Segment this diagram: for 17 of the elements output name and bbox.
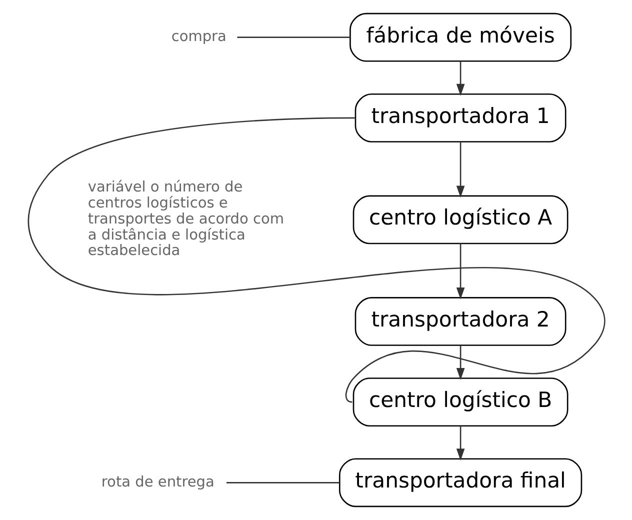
node-box: centro logístico B <box>352 378 568 427</box>
arrow <box>456 244 464 300</box>
node-box: fábrica de móveis <box>349 12 572 62</box>
connector <box>226 482 339 484</box>
node-box: transportadora final <box>338 458 582 508</box>
node-box: transportadora 1 <box>354 94 566 142</box>
node-text: compra <box>170 29 226 46</box>
arrow <box>456 142 464 198</box>
connector <box>236 36 350 38</box>
connector <box>28 117 605 402</box>
arrow <box>456 61 464 96</box>
node-text: rota de entrega <box>100 474 214 490</box>
arrow <box>456 426 464 461</box>
label: variável o número de centros logísticos e transportes de acordo com a distância e logística estabelecida <box>87 180 284 260</box>
node-box: centro logístico A <box>352 195 568 244</box>
node-box: transportadora 2 <box>354 297 566 346</box>
arrow <box>456 345 464 380</box>
